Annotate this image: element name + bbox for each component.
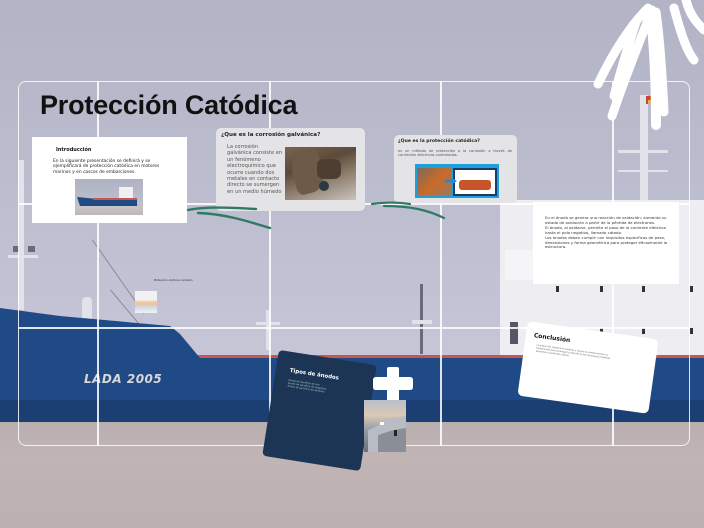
anode-explanation-card[interactable]: En el ánodo se genera una reacción de ox… (533, 202, 679, 284)
grid-line (18, 327, 690, 329)
puzzle-piece-icon (373, 367, 413, 401)
conclusion-body: La protección catódica en motores y casc… (535, 343, 611, 360)
corrosion-protection-diagram[interactable] (415, 164, 499, 198)
galvanic-heading: ¿Que es la corrosión galvánica? (221, 132, 321, 138)
grid-line (97, 81, 99, 446)
connector-stroke (370, 201, 446, 220)
mini-topic-thumbnail[interactable] (135, 291, 157, 313)
conclusion-heading: Conclusión (533, 332, 571, 345)
grid-line (440, 81, 442, 446)
architecture-photo[interactable] (364, 400, 406, 452)
ship-photo-image[interactable] (75, 179, 143, 215)
grid-line (269, 81, 271, 446)
cathodic-protection-card[interactable]: ¿Que es la protección catódica? es un mé… (394, 135, 517, 203)
anode-types-card[interactable]: Tipos de ánodos Ánodo de sacrificio de z… (262, 349, 377, 472)
brush-scribble-decoration (593, 0, 704, 130)
protection-heading: ¿Que es la protección catódica? (398, 139, 480, 144)
anode-types-list: Ánodo de sacrificio de zinc Ánodo de sac… (287, 379, 358, 399)
mini-topic-label[interactable]: Protección contra la corrosión (154, 279, 193, 282)
galvanic-corrosion-card[interactable]: ¿Que es la corrosión galvánica? La corro… (216, 128, 365, 211)
anode-body: En el ánodo se genera una reacción de ox… (545, 215, 668, 250)
presentation-title: Protección Catódica (40, 90, 298, 120)
intro-heading: Introducción (56, 147, 92, 153)
protection-body: es un método de protección a la corrosió… (398, 149, 512, 158)
galvanic-body: La corrosión galvánica consiste en un fe… (227, 144, 283, 195)
connector-stroke (186, 206, 272, 230)
corroded-propeller-image[interactable] (285, 147, 356, 200)
intro-card[interactable]: Introducción En la siguiente presentació… (32, 137, 187, 223)
intro-body: En la siguiente presentación se definirá… (53, 159, 160, 175)
ship-name-text: LADA 2005 (84, 372, 163, 386)
